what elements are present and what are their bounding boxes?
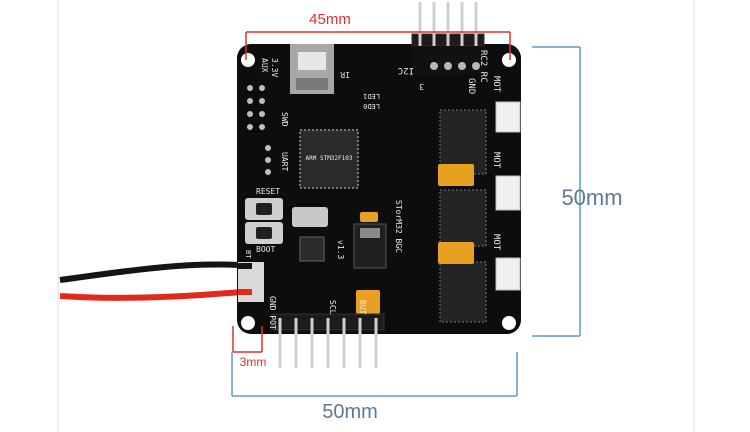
crystal [292,207,328,227]
usb-connector [290,44,334,94]
right-dimension: 50mm [532,46,623,337]
motor-connector [495,257,521,291]
label-led1: LED1 [363,92,380,100]
label-reset: RESET [256,187,280,196]
mounting-hole [241,316,255,330]
label-rc2-rc: RC2 RC [478,50,488,83]
corner-dimension-label: 3mm [240,355,267,369]
label-led0: LED0 [363,102,380,110]
label-version: v1.3 [336,240,345,259]
label-3v3: 3.3V [270,58,279,77]
mounting-hole [502,316,516,330]
motor-connector [495,101,521,133]
label-storm: STorM32 BGC [394,200,403,253]
mcu-marking: ARM STM32F103 [306,155,353,162]
bottom-pin-header [271,313,385,368]
label-scl: SCL [328,300,337,315]
mounting-hole [241,53,255,67]
bottom-dimension-label: 50mm [322,401,378,423]
capacitor [360,212,378,222]
label-mot-bot: MOT [491,234,501,251]
controller-board: ARM STM32F103 [237,2,521,368]
label-but: BUT [358,300,367,315]
label-ir: IR [340,70,350,79]
label-3: 3 [419,82,424,91]
small-chip [299,236,325,262]
label-swd: SWD [280,112,289,127]
regulator [353,223,387,269]
top-dimension: 45mm [245,11,511,60]
label-gnd: GND [466,78,476,94]
top-pin-header [411,2,485,74]
label-uart: UART [280,152,289,171]
bottom-dimension: 50mm [231,352,518,423]
left-pads [247,85,271,175]
label-gnd-pot: GND POT [268,296,277,330]
capacitor [438,164,474,186]
mounting-hole [502,53,516,67]
label-bt: BT [244,250,252,259]
power-wires [59,261,243,301]
top-dimension-label: 45mm [309,11,351,28]
label-boot: BOOT [256,245,275,254]
label-aux: AUX [260,58,269,73]
label-mot-mid: MOT [491,152,501,169]
capacitor [438,242,474,264]
capacitor [356,290,380,314]
driver-chip [439,189,487,247]
corner-dimension: 3mm [232,326,267,369]
driver-chip [439,261,487,323]
right-dimension-label: 50mm [561,185,622,210]
label-i2c: I2C [398,65,414,75]
mcu-chip: ARM STM32F103 [299,129,359,189]
label-mot-top: MOT [491,76,501,93]
motor-connector [495,175,521,211]
